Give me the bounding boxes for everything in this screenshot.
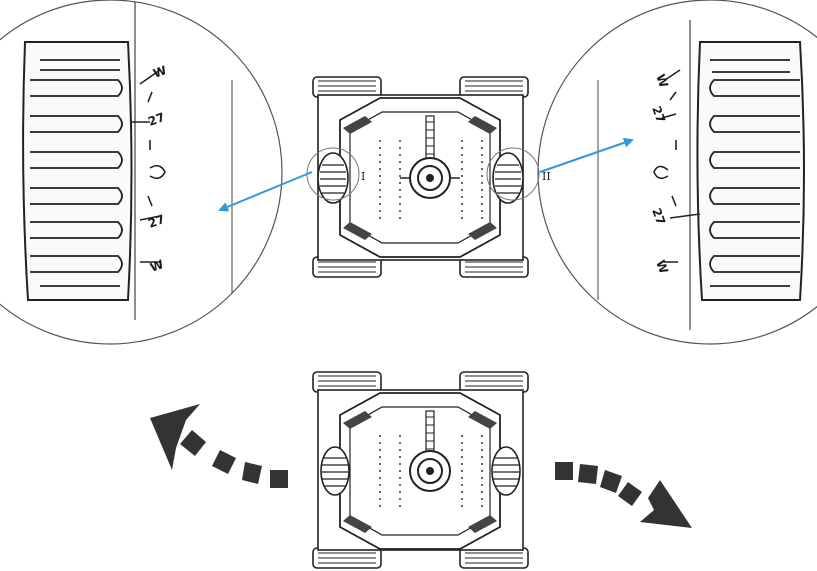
right-brush [491, 446, 521, 496]
rotate-right-arrow [555, 462, 692, 528]
left-detail-view: W 27 27 W [0, 0, 283, 345]
right-callout-arrow [539, 137, 634, 173]
left-label-w-top: W [151, 63, 168, 81]
right-brush-roller [696, 41, 805, 301]
left-label-27-bottom: 27 [146, 212, 166, 231]
robot-top-view: I II [306, 76, 551, 278]
left-brush [320, 446, 350, 496]
left-callout-arrow [218, 171, 313, 212]
robot-bottom-view [312, 371, 529, 569]
right-label-27-top: 27 [649, 104, 668, 124]
left-label-w-bottom: W [148, 257, 165, 275]
right-label-w-bottom: W [653, 258, 671, 275]
right-label-27-bottom: 27 [649, 206, 668, 226]
wheel-front-right [459, 76, 529, 98]
wheel-front-left [312, 371, 382, 393]
left-brush [317, 152, 349, 204]
right-brush [492, 152, 524, 204]
rotate-left-arrow [150, 404, 288, 488]
left-brush-roller [22, 41, 133, 301]
left-brush-marker: I [361, 170, 365, 183]
right-detail-view: W 27 27 W [537, 0, 817, 345]
wheel-front-right [459, 371, 529, 393]
right-brush-marker: II [542, 170, 551, 183]
right-label-w-top: W [653, 72, 671, 89]
wheel-front-left [312, 76, 382, 98]
left-label-27-top: 27 [146, 110, 166, 129]
